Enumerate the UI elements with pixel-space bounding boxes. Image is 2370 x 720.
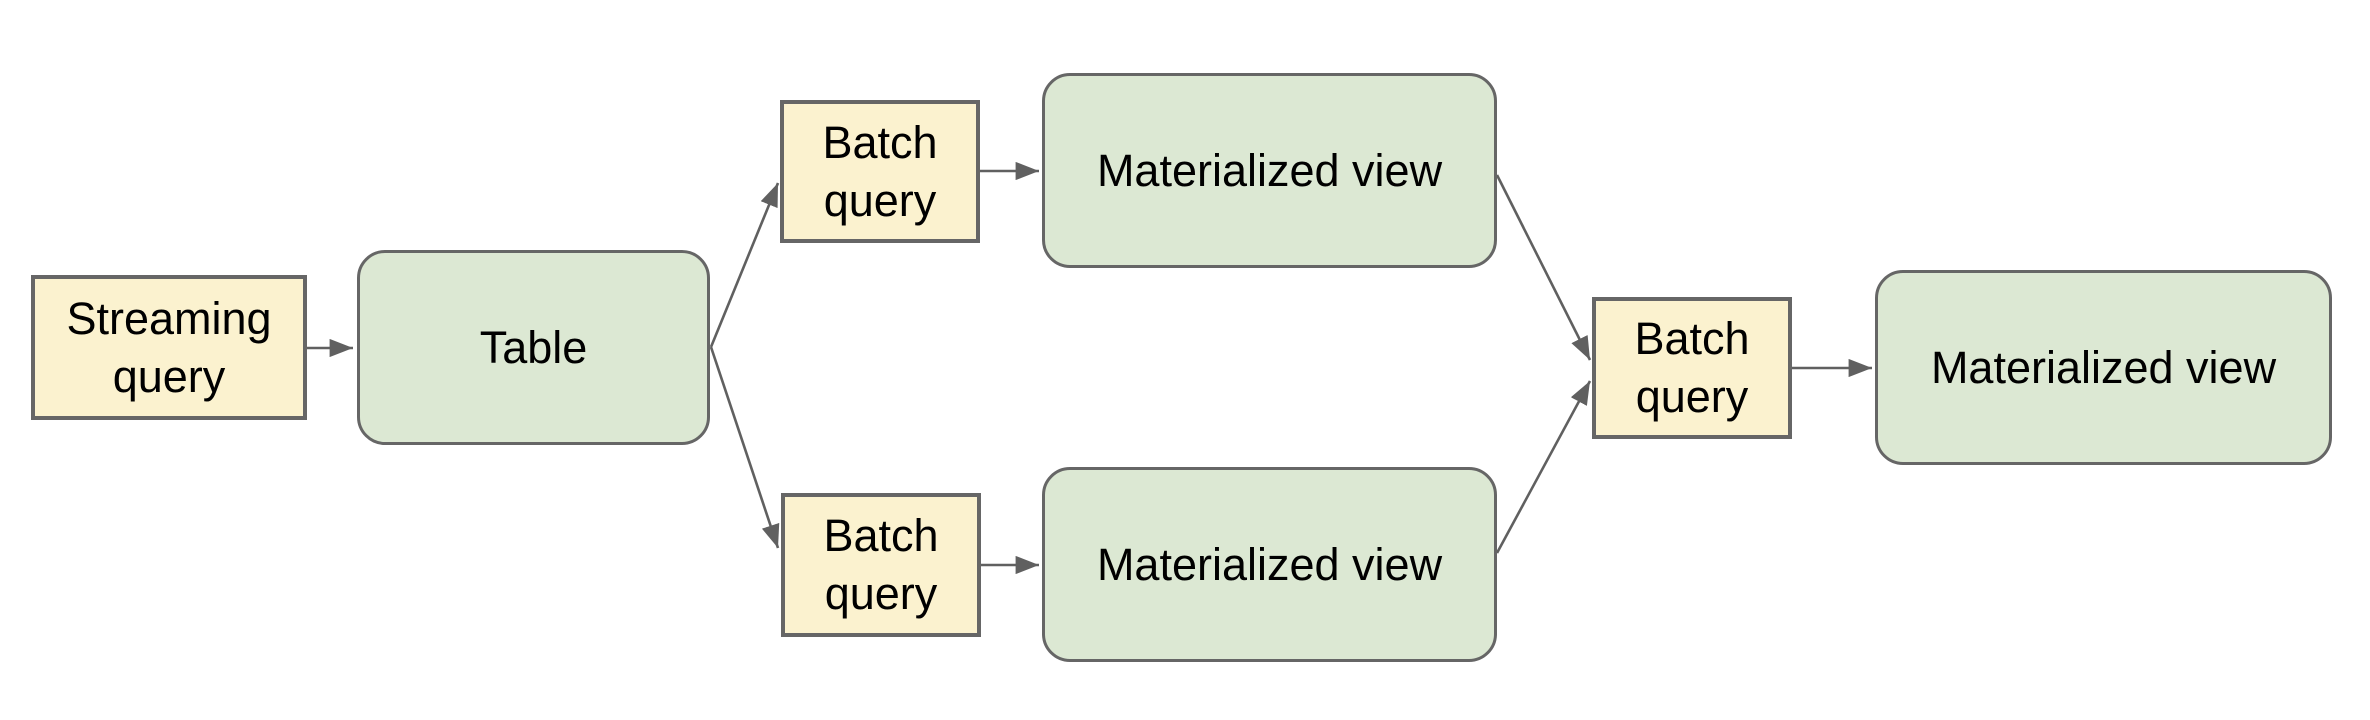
node-batch-query-bottom-label: Batch query	[823, 510, 939, 619]
node-materialized-view-top: Materialized view	[1042, 73, 1497, 268]
edge-materialized-view-bottom-to-batch-query-right	[1495, 380, 1592, 554]
node-batch-query-top-label: Batch query	[822, 116, 938, 226]
edge-materialized-view-top-to-batch-query-right	[1495, 174, 1592, 361]
node-batch-query-top: Batch query	[780, 100, 980, 243]
node-materialized-view-bottom: Materialized view	[1042, 467, 1497, 662]
node-streaming-query-label: Streaming query	[66, 292, 272, 402]
edge-table-to-batch-query-top	[709, 182, 780, 348]
node-materialized-view-bottom-label: Materialized view	[1096, 538, 1443, 590]
node-streaming-query: Streaming query	[31, 275, 307, 420]
node-table-label: Table	[479, 321, 588, 373]
node-materialized-view-top-label: Materialized view	[1096, 144, 1443, 196]
node-batch-query-bottom: Batch query	[781, 493, 981, 637]
node-batch-query-right: Batch query	[1592, 297, 1792, 439]
node-batch-query-right-label: Batch query	[1634, 313, 1750, 422]
edge-table-to-batch-query-bottom	[709, 346, 780, 549]
node-materialized-view-right-label: Materialized view	[1930, 341, 2277, 393]
node-materialized-view-right: Materialized view	[1875, 270, 2332, 465]
node-table: Table	[357, 250, 710, 445]
